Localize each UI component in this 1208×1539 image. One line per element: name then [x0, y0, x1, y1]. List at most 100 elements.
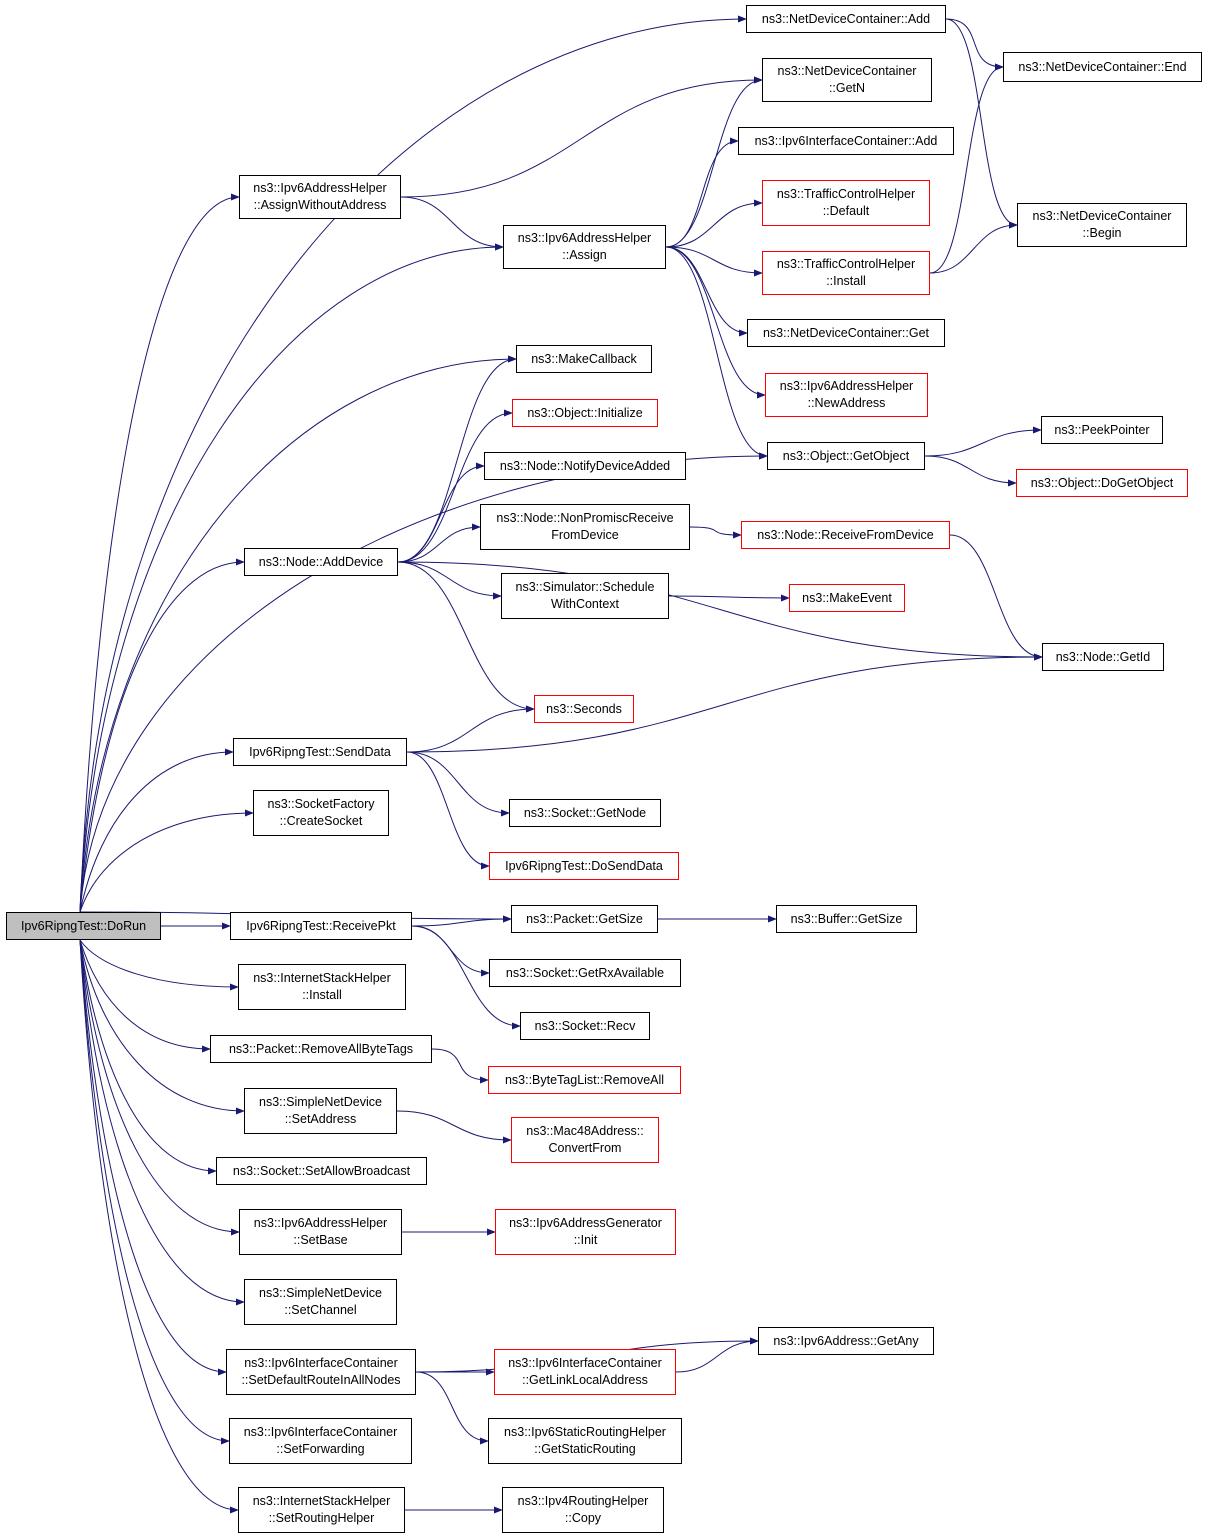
edge-tch-install-to-ndc-begin: [929, 221, 1018, 274]
node-srh-getstatic[interactable]: ns3::Ipv6StaticRoutingHelper ::GetStatic…: [488, 1418, 682, 1464]
node-tch-default[interactable]: ns3::TrafficControlHelper ::Default: [762, 180, 930, 226]
node-label: ns3::Ipv6AddressGenerator ::Init: [509, 1216, 662, 1247]
edge-ah-assignwo-to-ndc-getn: [400, 76, 763, 198]
node-node-notify[interactable]: ns3::Node::NotifyDeviceAdded: [484, 452, 686, 480]
node-addr-getany[interactable]: ns3::Ipv6Address::GetAny: [758, 1327, 934, 1355]
node-label: ns3::Ipv6AddressHelper ::SetBase: [253, 1216, 388, 1247]
node-receivepkt[interactable]: Ipv6RipngTest::ReceivePkt: [230, 912, 412, 940]
node-node-adddevice[interactable]: ns3::Node::AddDevice: [244, 548, 398, 576]
edge-dorun-to-iic-setdefault: [79, 939, 227, 1376]
node-label: ns3::SimpleNetDevice ::SetChannel: [259, 1286, 382, 1317]
node-label: ns3::Object::GetObject: [782, 448, 910, 463]
edge-dorun-to-pkt-removetags: [79, 939, 211, 1053]
node-btl-removeall[interactable]: ns3::ByteTagList::RemoveAll: [488, 1066, 681, 1094]
node-sock-getnode[interactable]: ns3::Socket::GetNode: [509, 799, 661, 827]
edge-iic-setdefault-to-srh-getstatic: [415, 1371, 489, 1445]
edge-dorun-to-snd-setchannel: [79, 939, 245, 1306]
edge-dorun-to-snd-setaddress: [79, 939, 245, 1115]
node-ah-assign[interactable]: ns3::Ipv6AddressHelper ::Assign: [503, 225, 666, 269]
node-label: ns3::Object::Initialize: [527, 405, 643, 420]
edge-dorun-to-senddata: [79, 748, 234, 913]
node-obj-dogetobject[interactable]: ns3::Object::DoGetObject: [1016, 469, 1188, 497]
node-ish-setrouting[interactable]: ns3::InternetStackHelper ::SetRoutingHel…: [238, 1487, 405, 1533]
edge-ndc-add-to-ndc-begin: [945, 18, 1018, 229]
node-iic-add[interactable]: ns3::Ipv6InterfaceContainer::Add: [738, 127, 954, 155]
node-ndc-begin[interactable]: ns3::NetDeviceContainer ::Begin: [1017, 203, 1187, 247]
node-peekpointer[interactable]: ns3::PeekPointer: [1041, 416, 1163, 444]
node-ish-install[interactable]: ns3::InternetStackHelper ::Install: [238, 964, 406, 1010]
node-sf-createsocket[interactable]: ns3::SocketFactory ::CreateSocket: [253, 790, 389, 836]
node-label: ns3::Node::GetId: [1055, 649, 1151, 664]
node-label: ns3::NetDeviceContainer ::GetN: [777, 64, 917, 95]
node-ah-newaddr[interactable]: ns3::Ipv6AddressHelper ::NewAddress: [765, 373, 928, 417]
node-iic-getlinklocal[interactable]: ns3::Ipv6InterfaceContainer ::GetLinkLoc…: [494, 1349, 676, 1395]
node-obj-getobject[interactable]: ns3::Object::GetObject: [767, 442, 925, 470]
node-label: ns3::InternetStackHelper ::Install: [253, 971, 391, 1002]
node-sock-recv[interactable]: ns3::Socket::Recv: [520, 1012, 650, 1040]
node-label: Ipv6RipngTest::DoRun: [20, 918, 147, 933]
node-label: ns3::ByteTagList::RemoveAll: [504, 1072, 665, 1087]
edge-sim-schedule-to-makeevent: [668, 594, 790, 602]
edge-senddata-to-dosenddata: [406, 751, 490, 870]
node-label: ns3::Buffer::GetSize: [790, 911, 903, 926]
edge-ah-assign-to-ndc-getn: [665, 76, 763, 248]
node-label: ns3::Ipv6InterfaceContainer ::SetDefault…: [241, 1356, 401, 1387]
node-ndc-getn[interactable]: ns3::NetDeviceContainer ::GetN: [762, 58, 932, 102]
node-label: ns3::Ipv6Address::GetAny: [773, 1333, 919, 1348]
node-label: ns3::Node::ReceiveFromDevice: [757, 527, 934, 542]
node-makeevent[interactable]: ns3::MakeEvent: [789, 584, 905, 612]
edge-senddata-to-sock-getnode: [406, 751, 510, 817]
edge-snd-setaddress-to-mac48-convert: [396, 1110, 512, 1144]
node-label: ns3::Ipv4RoutingHelper ::Copy: [517, 1494, 649, 1525]
node-label: ns3::Ipv6InterfaceContainer ::SetForward…: [243, 1425, 398, 1456]
node-pkt-removetags[interactable]: ns3::Packet::RemoveAllByteTags: [210, 1035, 432, 1063]
edge-ah-assign-to-ah-newaddr: [665, 246, 766, 399]
node-iic-setdefault[interactable]: ns3::Ipv6InterfaceContainer ::SetDefault…: [226, 1349, 416, 1395]
node-obj-init[interactable]: ns3::Object::Initialize: [512, 399, 658, 427]
node-ndc-add[interactable]: ns3::NetDeviceContainer::Add: [746, 5, 946, 33]
node-makecallback[interactable]: ns3::MakeCallback: [516, 345, 652, 373]
edge-iic-getlinklocal-to-addr-getany: [675, 1337, 759, 1373]
node-dosenddata[interactable]: Ipv6RipngTest::DoSendData: [489, 852, 679, 880]
node-senddata[interactable]: Ipv6RipngTest::SendData: [233, 738, 407, 766]
node-node-nonpromisc[interactable]: ns3::Node::NonPromiscReceive FromDevice: [480, 504, 690, 550]
edge-ah-assign-to-tch-install: [665, 246, 763, 277]
node-rh-copy[interactable]: ns3::Ipv4RoutingHelper ::Copy: [502, 1487, 664, 1533]
edge-dorun-to-ish-install: [79, 939, 239, 991]
node-label: ns3::SocketFactory ::CreateSocket: [267, 797, 375, 828]
edge-ah-assign-to-iic-add: [665, 137, 739, 248]
node-sock-getrx[interactable]: ns3::Socket::GetRxAvailable: [489, 959, 681, 987]
edge-ndc-add-to-ndc-end: [945, 18, 1004, 71]
node-iic-setforwarding[interactable]: ns3::Ipv6InterfaceContainer ::SetForward…: [229, 1418, 412, 1464]
node-node-recvfromdev[interactable]: ns3::Node::ReceiveFromDevice: [741, 521, 950, 549]
node-sim-schedule[interactable]: ns3::Simulator::Schedule WithContext: [501, 573, 669, 619]
node-buf-getsize[interactable]: ns3::Buffer::GetSize: [776, 905, 917, 933]
node-ndc-get[interactable]: ns3::NetDeviceContainer::Get: [747, 319, 945, 347]
node-ah-assignwo[interactable]: ns3::Ipv6AddressHelper ::AssignWithoutAd…: [239, 175, 401, 219]
node-label: ns3::PeekPointer: [1054, 422, 1150, 437]
node-label: ns3::InternetStackHelper ::SetRoutingHel…: [252, 1494, 391, 1525]
node-mac48-convert[interactable]: ns3::Mac48Address:: ConvertFrom: [511, 1117, 659, 1163]
edge-node-nonpromisc-to-node-recvfromdev: [689, 526, 742, 539]
edge-dorun-to-ah-setbase: [79, 939, 240, 1236]
edge-pkt-removetags-to-btl-removeall: [431, 1048, 489, 1084]
node-ah-setbase[interactable]: ns3::Ipv6AddressHelper ::SetBase: [239, 1209, 402, 1255]
node-snd-setaddress[interactable]: ns3::SimpleNetDevice ::SetAddress: [244, 1088, 397, 1134]
node-pkt-getsize[interactable]: ns3::Packet::GetSize: [511, 905, 658, 933]
node-sock-setbcast[interactable]: ns3::Socket::SetAllowBroadcast: [216, 1157, 427, 1185]
node-dorun[interactable]: Ipv6RipngTest::DoRun: [6, 912, 161, 940]
node-label: ns3::Ipv6AddressHelper ::Assign: [517, 231, 652, 262]
node-snd-setchannel[interactable]: ns3::SimpleNetDevice ::SetChannel: [244, 1279, 397, 1325]
node-gen-init[interactable]: ns3::Ipv6AddressGenerator ::Init: [495, 1209, 676, 1255]
node-label: ns3::NetDeviceContainer::Add: [761, 11, 931, 26]
node-label: ns3::Socket::Recv: [534, 1018, 636, 1033]
edge-dorun-to-sf-createsocket: [79, 809, 254, 913]
node-node-getid[interactable]: ns3::Node::GetId: [1042, 643, 1164, 671]
edge-dorun-to-makecallback: [79, 355, 517, 913]
node-seconds[interactable]: ns3::Seconds: [534, 695, 634, 723]
edge-dorun-to-ish-setrouting: [79, 939, 239, 1514]
node-ndc-end[interactable]: ns3::NetDeviceContainer::End: [1003, 52, 1202, 82]
node-tch-install[interactable]: ns3::TrafficControlHelper ::Install: [762, 251, 930, 295]
